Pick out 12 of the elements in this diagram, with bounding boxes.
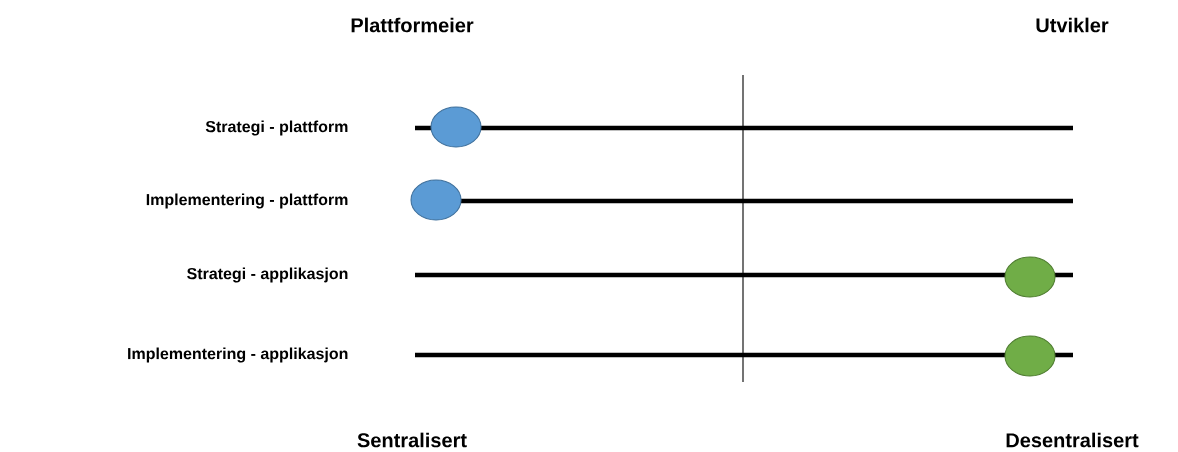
position-marker bbox=[410, 179, 462, 221]
row-label: Implementering - plattform bbox=[146, 193, 348, 209]
position-marker bbox=[1004, 335, 1056, 377]
position-marker bbox=[430, 106, 482, 148]
row-label: Strategi - applikasjon bbox=[187, 267, 348, 283]
row-label: Implementering - applikasjon bbox=[128, 347, 348, 363]
scale-end-label: Sentralisert bbox=[357, 432, 467, 448]
row-label: Strategi - plattform bbox=[205, 120, 348, 136]
column-heading: Utvikler bbox=[1036, 17, 1109, 33]
position-marker bbox=[1004, 256, 1056, 298]
scale-end-label: Desentralisert bbox=[1006, 432, 1139, 448]
column-heading: Plattformeier bbox=[351, 17, 474, 33]
